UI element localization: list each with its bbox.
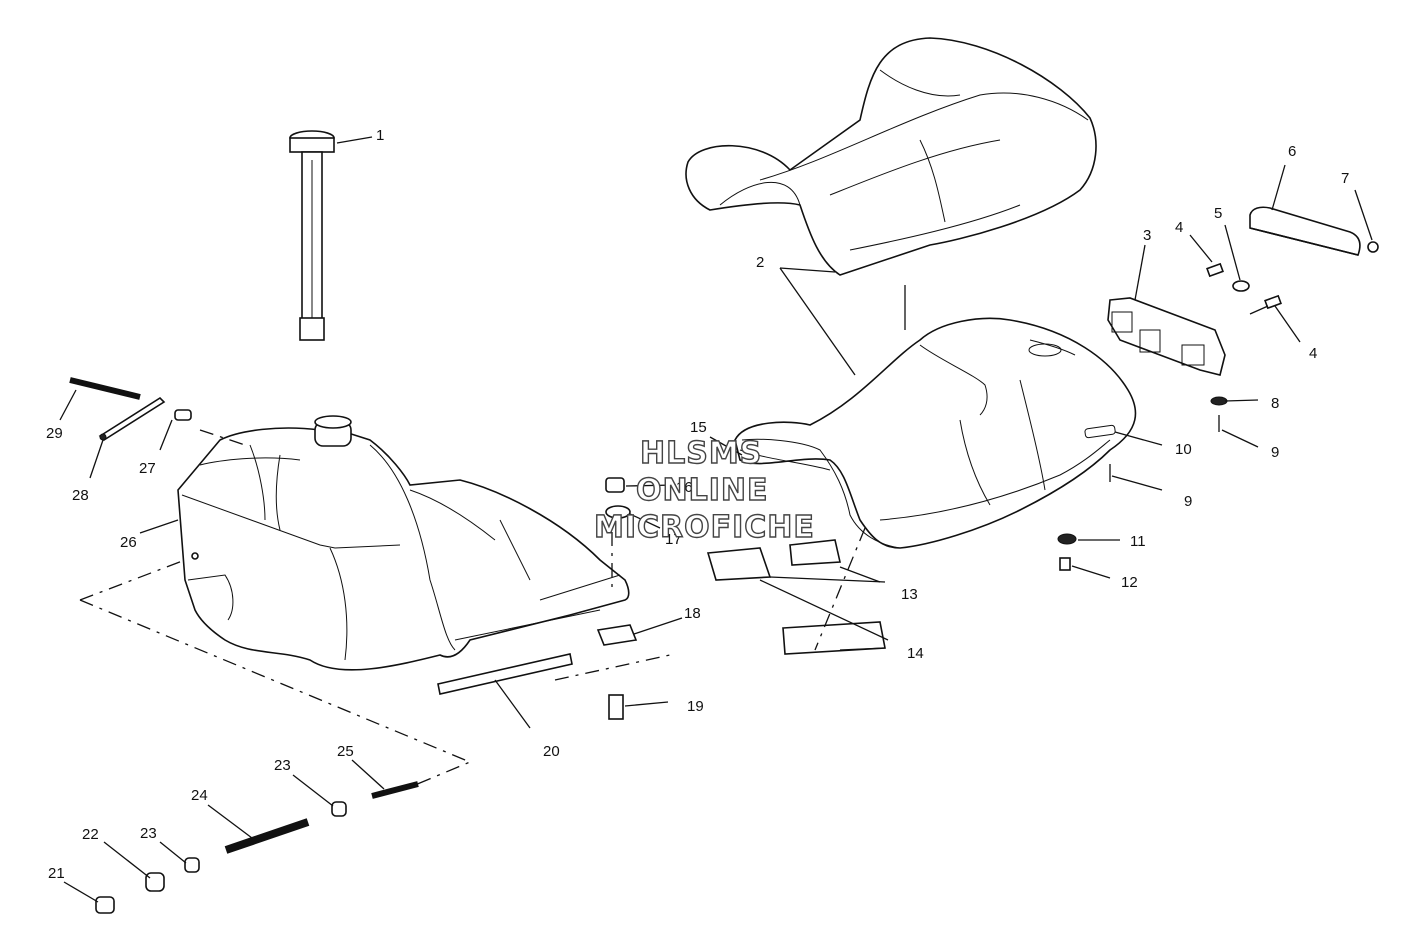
callout-7: 7 xyxy=(1341,170,1349,187)
callout-17: 17 xyxy=(665,531,682,548)
watermark-line-3: MICROFICHE xyxy=(594,510,815,545)
callout-21: 21 xyxy=(48,865,65,882)
callout-27: 27 xyxy=(139,460,156,477)
callout-16: 16 xyxy=(676,479,693,496)
small-hardware xyxy=(69,377,886,914)
taillight-housing xyxy=(1107,297,1226,376)
callout-23a: 23 xyxy=(274,757,291,774)
assembly-lines xyxy=(79,429,866,786)
callout-18: 18 xyxy=(684,605,701,622)
callout-25: 25 xyxy=(337,743,354,760)
watermark: HLSMS ONLINE MICROFICHE xyxy=(593,435,815,545)
callout-12: 12 xyxy=(1121,574,1138,591)
callout-4b: 4 xyxy=(1309,345,1317,362)
callout-8: 8 xyxy=(1271,395,1279,412)
callout-3: 3 xyxy=(1143,227,1151,244)
callout-4a: 4 xyxy=(1175,219,1183,236)
callout-labels: 1 2 3 4 4 5 6 7 8 9 9 10 11 12 13 14 15 … xyxy=(46,127,1349,882)
callout-13: 13 xyxy=(901,586,918,603)
callout-28: 28 xyxy=(72,487,89,504)
callout-22: 22 xyxy=(82,826,99,843)
callout-11: 11 xyxy=(1130,533,1146,550)
watermark-line-1: HLSMS xyxy=(640,436,762,471)
callout-26: 26 xyxy=(120,534,137,551)
seat-base xyxy=(734,317,1137,549)
callout-15: 15 xyxy=(690,419,707,436)
callout-1: 1 xyxy=(376,127,384,144)
bulb-socket xyxy=(1057,241,1379,571)
callout-29: 29 xyxy=(46,425,63,442)
fuel-tank xyxy=(177,415,630,671)
callout-9b: 9 xyxy=(1184,493,1192,510)
callout-24: 24 xyxy=(191,787,208,804)
callout-2: 2 xyxy=(756,254,764,271)
taillight-lens xyxy=(1249,206,1361,256)
seat-cushion xyxy=(685,37,1097,276)
fuel-sender xyxy=(289,130,335,341)
callout-14: 14 xyxy=(907,645,924,662)
callout-10: 10 xyxy=(1175,441,1192,458)
callout-9a: 9 xyxy=(1271,444,1279,461)
callout-23b: 23 xyxy=(140,825,157,842)
callout-6: 6 xyxy=(1288,143,1296,160)
callout-5: 5 xyxy=(1214,205,1222,222)
callout-19: 19 xyxy=(687,698,704,715)
leader-lines xyxy=(59,136,1373,903)
callout-20: 20 xyxy=(543,743,560,760)
watermark-line-2: ONLINE xyxy=(636,473,769,508)
